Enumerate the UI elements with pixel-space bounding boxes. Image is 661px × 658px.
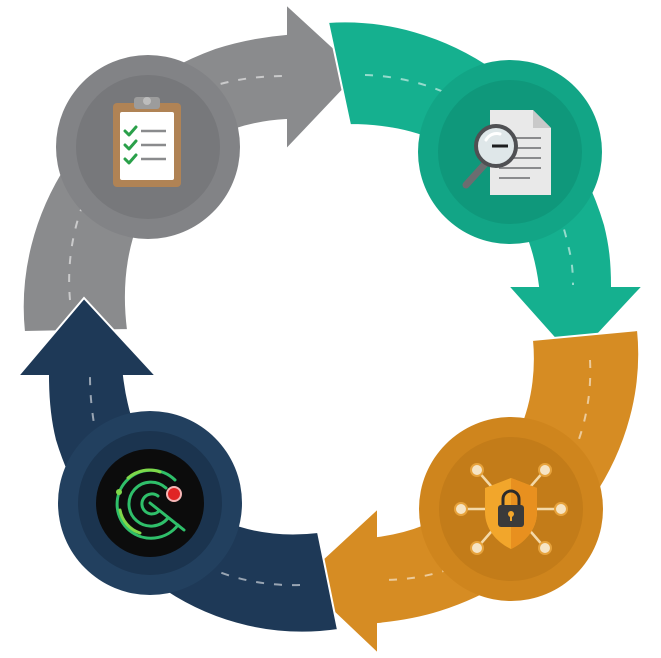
document-magnifier-icon: [462, 110, 551, 195]
shield-lock-network-icon: [454, 463, 568, 555]
stage-monitor: [58, 411, 242, 595]
stage-review: [418, 60, 602, 244]
radar-scan-icon: [96, 449, 204, 557]
clipboard-checklist-icon: [113, 97, 181, 187]
stage-secure: [419, 417, 603, 601]
stage-plan: [56, 55, 240, 239]
